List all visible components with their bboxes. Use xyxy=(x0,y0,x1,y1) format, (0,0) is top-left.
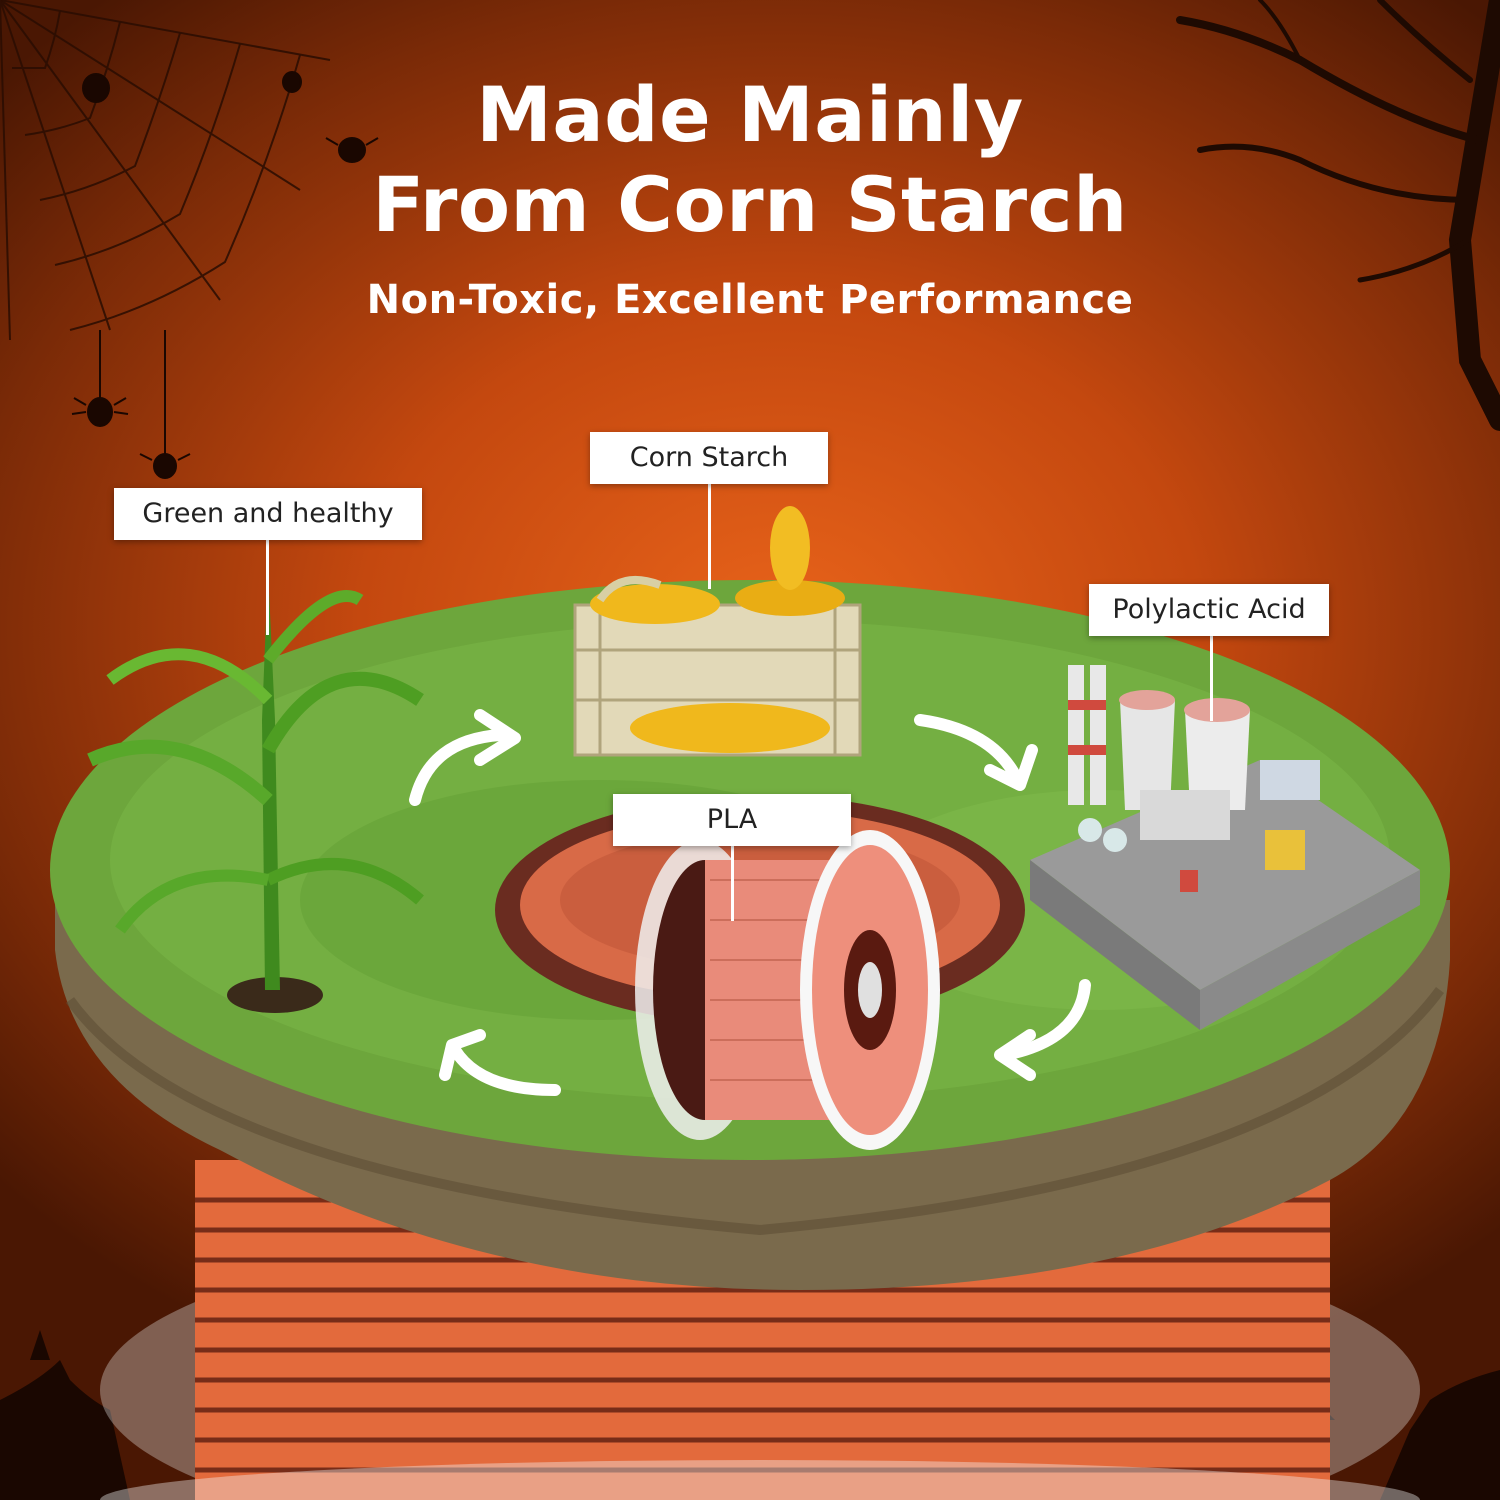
leader-line-pla xyxy=(731,846,734,921)
leader-line-poly xyxy=(1210,636,1213,721)
leader-line-corn xyxy=(708,484,711,589)
label-polylactic-acid: Polylactic Acid xyxy=(1089,584,1329,636)
factory-icon xyxy=(1030,665,1420,1030)
spider-icon xyxy=(71,71,379,479)
halloween-silhouette-left xyxy=(0,1330,130,1500)
title-line-2: From Corn Starch xyxy=(372,160,1128,249)
label-green-and-healthy: Green and healthy xyxy=(114,488,422,540)
corn-plant-icon xyxy=(87,570,424,1013)
label-pla: PLA xyxy=(613,794,851,846)
bare-tree-icon xyxy=(1176,0,1500,431)
label-corn-starch: Corn Starch xyxy=(590,432,828,484)
subtitle: Non-Toxic, Excellent Performance xyxy=(366,277,1134,323)
title-line-1: Made Mainly xyxy=(476,70,1024,159)
spiderweb-icon xyxy=(0,0,331,341)
corn-crate-icon xyxy=(573,506,862,757)
cycle-arrow-icon xyxy=(409,709,1091,1096)
leader-line-green xyxy=(266,540,269,635)
filament-spool-icon xyxy=(495,795,1025,1150)
